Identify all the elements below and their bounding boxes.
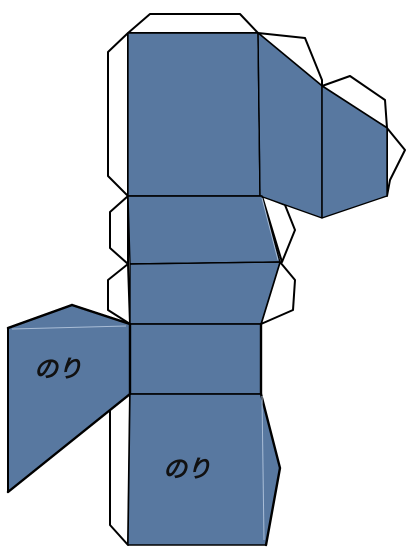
glue-label-bottom: のり [163, 455, 211, 483]
fold-lines [6, 32, 323, 547]
left-fold-tab-middle [109, 195, 129, 265]
bottom-left-fold-tab [109, 393, 131, 546]
top-face [127, 32, 261, 197]
left-fold-tab-lower [107, 263, 131, 325]
glue-label-left: のり [34, 355, 82, 383]
top-fold-tab [127, 13, 259, 34]
right-face-end-tab [386, 127, 406, 197]
connector-face [129, 323, 262, 395]
middle-face-lower [129, 261, 281, 325]
faces [7, 32, 388, 546]
left-fold-tab-upper [107, 32, 129, 197]
middle-face-upper [127, 195, 281, 265]
